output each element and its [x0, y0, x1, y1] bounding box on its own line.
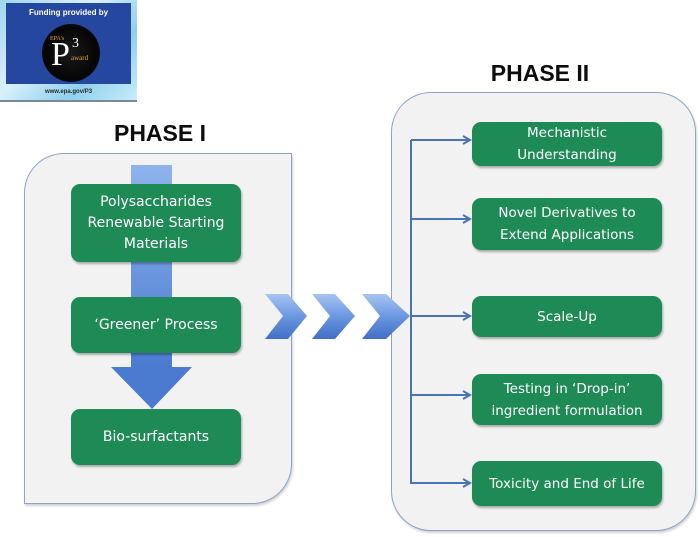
logo-panel: Funding provided by EPA's P 3 award [6, 3, 131, 84]
logo-epa-text: EPA's [50, 36, 65, 42]
chevron-arrow-icon [265, 294, 307, 339]
logo-superscript: 3 [72, 36, 79, 51]
logo-p-text: P [51, 36, 70, 73]
phase-1-step-greener-process: ‘Greener’ Process [71, 297, 241, 353]
phase-1-arrow-head [111, 367, 192, 409]
chevron-arrow-icon [362, 294, 410, 339]
epa-p3-logo: Funding provided by EPA's P 3 award www.… [0, 0, 137, 102]
p3-award-emblem: EPA's P 3 award [42, 24, 100, 82]
phase-2-step-drop-in-testing: Testing in ‘Drop-in’ ingredient formulat… [472, 374, 662, 425]
phase-1-title: PHASE I [113, 120, 207, 146]
phase-1-step-bio-surfactants: Bio-surfactants [71, 409, 241, 465]
phase-2-step-toxicity-end-of-life: Toxicity and End of Life [472, 461, 662, 506]
phase-2-step-scale-up: Scale-Up [472, 296, 662, 337]
phase-1-step-polysaccharides: Polysaccharides Renewable Starting Mater… [71, 184, 241, 262]
phase-2-step-mechanistic-understanding: Mechanistic Understanding [472, 122, 662, 166]
logo-award-text: award [71, 54, 89, 62]
chevron-arrow-icon [312, 294, 355, 339]
phase-2-step-novel-derivatives: Novel Derivatives to Extend Applications [472, 198, 662, 250]
phase-2-title: PHASE II [490, 60, 590, 86]
logo-url: www.epa.gov/P3 [44, 89, 93, 95]
logo-funding-text: Funding provided by [28, 8, 109, 17]
